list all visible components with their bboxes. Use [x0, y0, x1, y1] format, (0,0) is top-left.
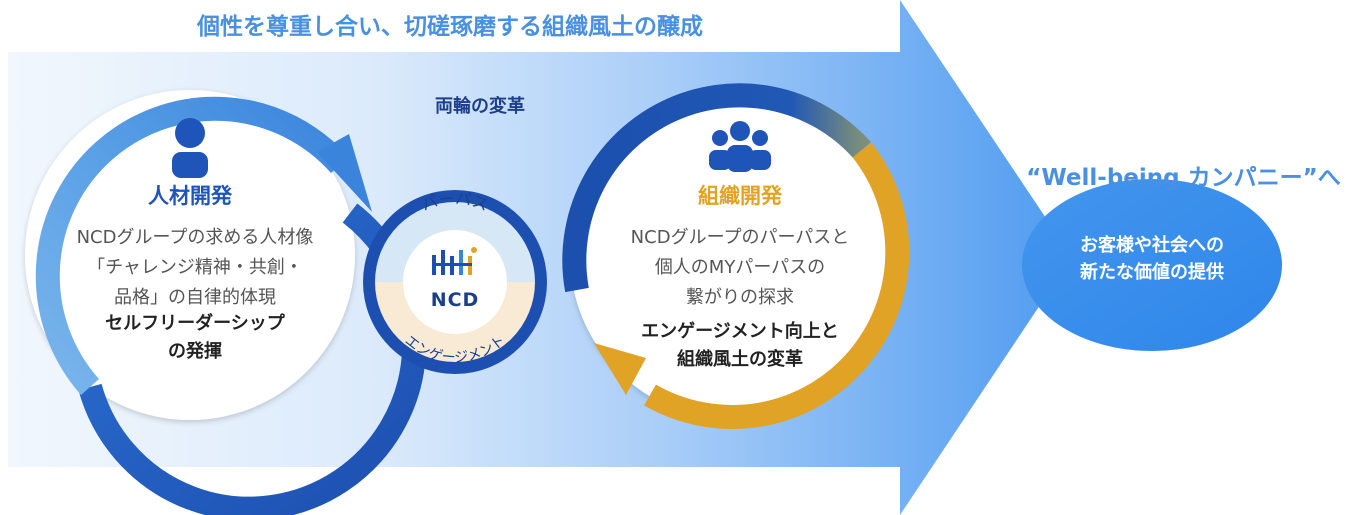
hr-description: NCDグループの求める人材像 「チャレンジ精神・共創・ 品格」の自律的体現 — [40, 223, 350, 313]
person-icon — [172, 118, 208, 178]
ncd-logo-icon — [432, 247, 477, 275]
center-circle — [363, 190, 547, 374]
org-ring — [562, 83, 910, 429]
hr-description-line: 品格」の自律的体現 — [114, 287, 276, 308]
hr-ring-arrowhead — [317, 134, 372, 212]
org-description-line: 個人のMYパーパスの — [654, 257, 826, 278]
hr-result-line: の発揮 — [168, 341, 222, 362]
center-label: 両輪の変革 — [435, 96, 525, 117]
value-text: お客様や社会への 新たな価値の提供 — [1022, 232, 1282, 286]
hr-title: 人材開発 — [148, 184, 232, 208]
org-description-line: 繋がりの探求 — [686, 287, 794, 308]
hr-result-line: セルフリーダーシップ — [105, 313, 285, 334]
org-description-line: NCDグループのパーパスと — [630, 227, 850, 248]
headline: 個性を尊重し合い、切磋琢磨する組織風土の醸成 — [197, 14, 703, 40]
hr-result: セルフリーダーシップ の発揮 — [60, 310, 330, 366]
org-result-line: エンゲージメント向上と — [641, 321, 839, 342]
value-text-line: お客様や社会への — [1080, 235, 1224, 256]
group-icon — [709, 121, 771, 172]
goal-label: “Well-being カンパニー”へ — [1026, 165, 1341, 191]
org-ring-arrowhead — [594, 343, 646, 395]
value-text-line: 新たな価値の提供 — [1080, 262, 1224, 283]
org-title: 組織開発 — [698, 184, 782, 208]
org-result-line: 組織風土の変革 — [677, 349, 803, 370]
hr-description-line: NCDグループの求める人材像 — [76, 227, 314, 248]
org-description: NCDグループのパーパスと 個人のMYパーパスの 繋がりの探求 — [575, 223, 905, 313]
org-result: エンゲージメント向上と 組織風土の変革 — [590, 318, 890, 374]
ncd-logo-text: NCD — [430, 289, 480, 311]
value-ellipse — [1022, 179, 1282, 351]
hr-description-line: 「チャレンジ精神・共創・ — [87, 257, 303, 278]
